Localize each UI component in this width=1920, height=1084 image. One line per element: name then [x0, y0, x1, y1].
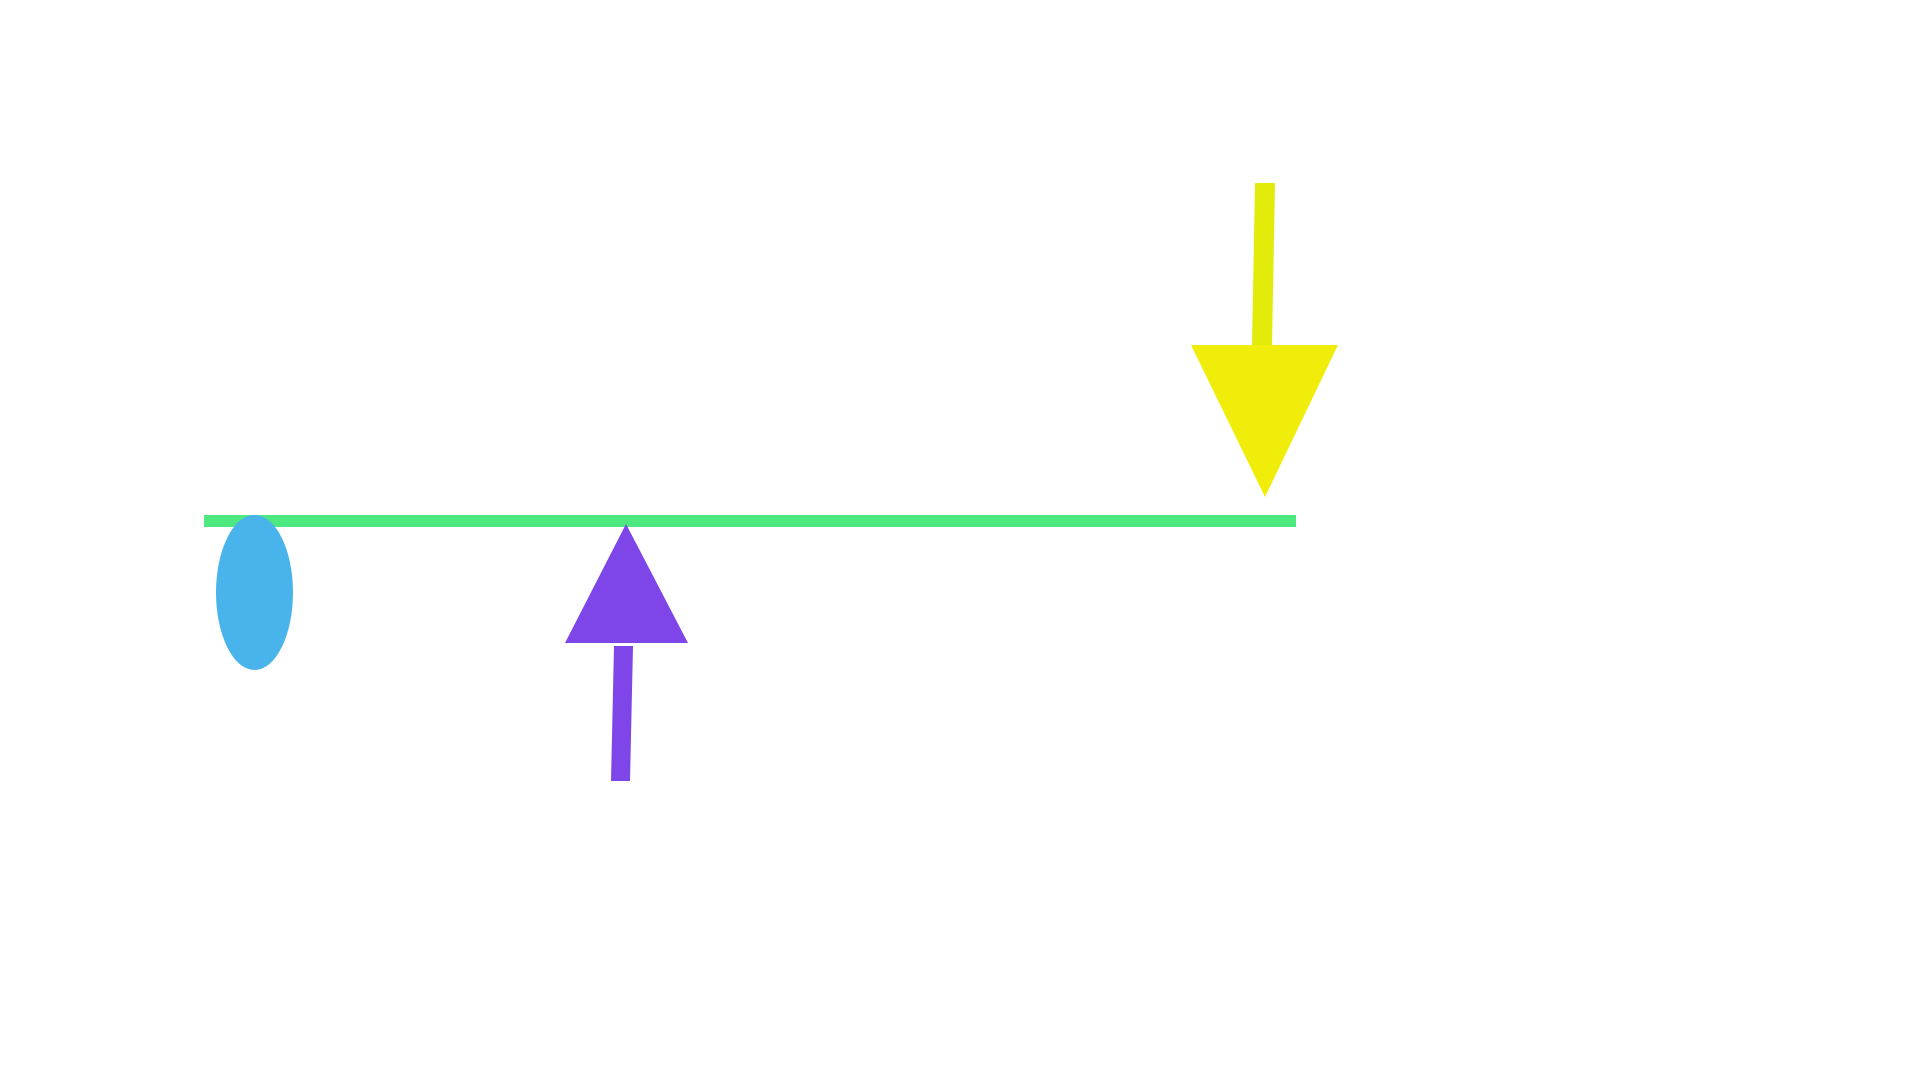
lever-beam — [204, 515, 1296, 527]
fulcrum-triangle — [565, 524, 688, 643]
upward-arrow-shaft — [611, 646, 633, 781]
oval-weight — [216, 515, 293, 670]
downward-force-arrow — [1191, 183, 1338, 497]
downward-arrow-head — [1191, 345, 1338, 497]
downward-arrow-shaft — [1252, 183, 1275, 346]
